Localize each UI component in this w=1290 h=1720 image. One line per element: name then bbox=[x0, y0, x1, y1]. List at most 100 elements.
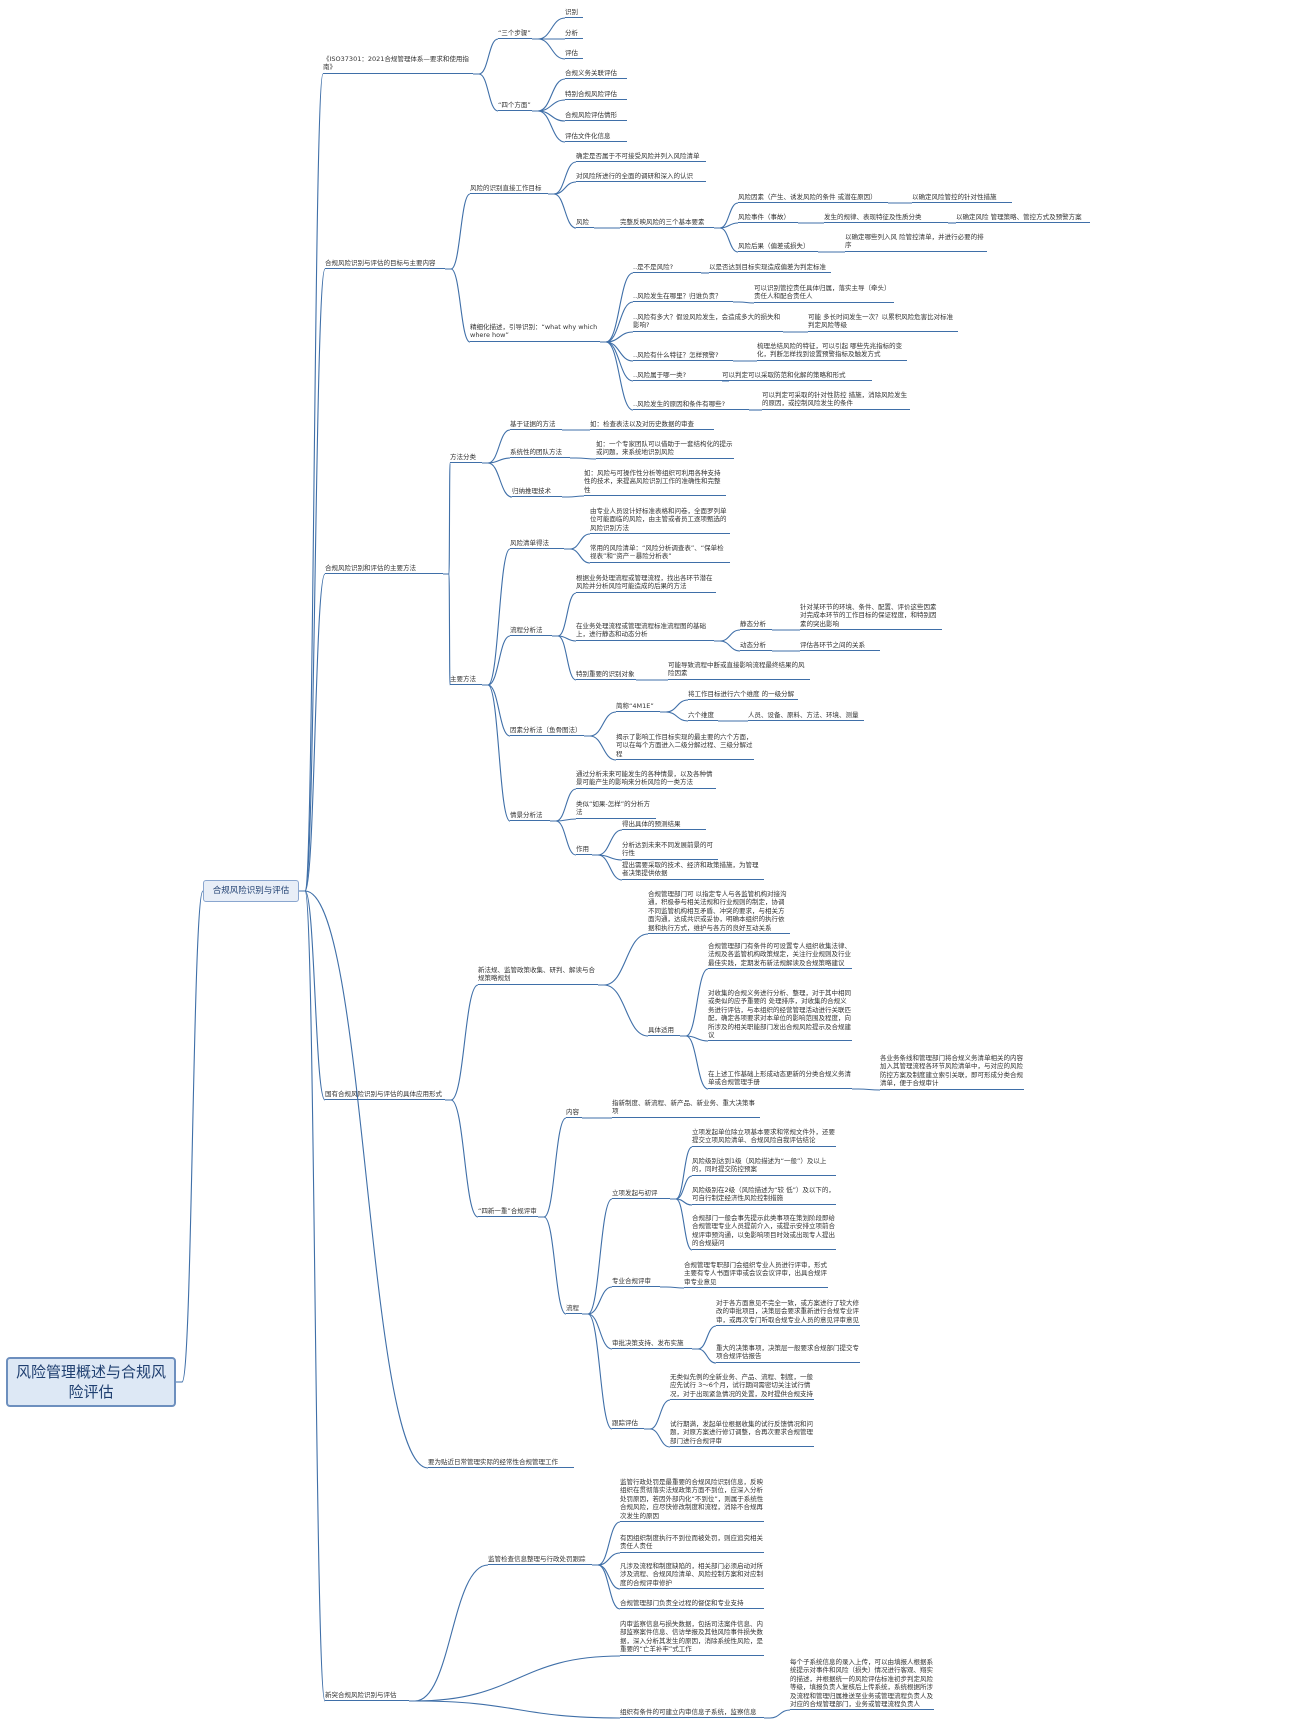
node-risk-event-b[interactable]: 以确定风险 管理策略、管控方式及预警方案 bbox=[956, 213, 1090, 224]
node-iso-aspects[interactable]: “四个方面” bbox=[498, 101, 532, 112]
node-ap2-b2[interactable]: 专业合规评审 bbox=[612, 1277, 660, 1288]
node-nw2-a[interactable]: 内审监察信息与损失数据，包括司法案件信息、内部监察案件信息、信访举报及其他风险事… bbox=[620, 1620, 764, 1656]
node-mm4-c1[interactable]: 得出具体的预测结果 bbox=[622, 820, 706, 831]
node-ap1-b[interactable]: 具体适用 bbox=[648, 1026, 680, 1037]
node-mm2[interactable]: 流程分析法 bbox=[510, 626, 552, 637]
node-ap2-b3-b[interactable]: 重大的决策事项，决策层一般要求合规部门提交专项合规评估报告 bbox=[716, 1344, 860, 1363]
node-mc1-a[interactable]: 如：检查表法以及对历史数据的审查 bbox=[590, 420, 714, 431]
node-method-main[interactable]: 主要方法 bbox=[450, 675, 482, 686]
node-q5-a[interactable]: 可以判定可以采取防范和化解的策略和形式 bbox=[722, 371, 872, 382]
node-ap2-b4-a[interactable]: 无类似先例的全新业务、产品、流程、制度，一般应先试行 3～6个月，试行期间需密切… bbox=[670, 1373, 814, 1401]
node-new[interactable]: 新突合规风险识别与评估 bbox=[325, 1691, 409, 1702]
node-mm4-c[interactable]: 作用 bbox=[576, 845, 592, 856]
node-q1[interactable]: ..是不是风险? bbox=[633, 263, 701, 274]
node-risk-three[interactable]: 完整反映风险的三个基本要素 bbox=[620, 218, 714, 229]
node-risk-result-a[interactable]: 以确定哪些列入风 险管控清单，并进行必要的排序 bbox=[845, 233, 987, 252]
node-q6[interactable]: ..风险发生的原因和条件有哪些? bbox=[633, 400, 749, 411]
node-nw2-c[interactable]: 每个子系统信息的录入上传，可以由填报人根据系统提示对事件和风险（损失）情况进行客… bbox=[790, 1658, 934, 1711]
node-ap2-b1-d[interactable]: 合规部门一般会事先提示此类事项在策划阶段即给合规管理专业人员提前介入，或提示安排… bbox=[692, 1214, 836, 1250]
node-goal-ident[interactable]: 风险的识别直接工作目标 bbox=[470, 184, 548, 195]
node-ap1-b3[interactable]: 在上述工作基础上形成动态更新的分类合规义务清单或合规管理手册 bbox=[708, 1070, 852, 1089]
node-mm1-b[interactable]: 常用的风险清单：“风险分析调查表”、“保单检视表”和“资产－暴险分析表” bbox=[590, 544, 730, 563]
node-q4[interactable]: ..风险有什么特征？怎样预警? bbox=[633, 351, 733, 362]
node-mm3-c[interactable]: 揭示了影响工作目标实现的最主要的六个方面，可以在每个方面进入二级分解过程、三级分… bbox=[616, 733, 754, 761]
node-dynamic[interactable]: 动态分析 bbox=[740, 641, 772, 652]
node-nw2-b[interactable]: 组织有条件的可建立内审信息子系统，监察信息 bbox=[620, 1708, 764, 1719]
node-mm3-b-a[interactable]: 人员、设备、原料、方法、环境、测量 bbox=[748, 711, 864, 722]
root-topic[interactable]: 风险管理概述与合规风险评估 bbox=[6, 1357, 176, 1407]
node-nw1-d[interactable]: 合规管理部门负责全过程的督促和专业支持 bbox=[620, 1599, 764, 1610]
node-step-analyze[interactable]: 分析 bbox=[565, 29, 583, 40]
node-ap2-b2-a[interactable]: 合规管理专职部门会组织专业人员进行评审，形式主要有专人书面评审或会议会议评审，出… bbox=[684, 1261, 828, 1289]
node-precise[interactable]: 精细化描述，引导识别：“what why which where how” bbox=[470, 323, 600, 342]
node-mm1[interactable]: 风险清单得法 bbox=[510, 539, 564, 550]
node-ap1[interactable]: 新法规、监管政策收集、研判、解读与合规策略规划 bbox=[478, 966, 598, 985]
main-branch-topic[interactable]: 合规风险识别与评估 bbox=[203, 880, 299, 902]
node-q2-a[interactable]: 可以识别管控责任具体归属，落实主导（牵头）责任人和配合责任人 bbox=[754, 284, 894, 303]
node-ap1-b3-a[interactable]: 各业务条线和管理部门将合规义务清单相关的内容加入其管理流程各环节风险清单中，与对… bbox=[880, 1054, 1024, 1090]
node-q6-a[interactable]: 可以判定可采取的针对性防控 措施，消除风险发生的原因，或控制风险发生的条件 bbox=[762, 391, 910, 410]
node-risk-factor-a[interactable]: 以确定风险管控的针对性措施 bbox=[912, 193, 1012, 204]
node-step-identify[interactable]: 识别 bbox=[565, 8, 583, 19]
node-aspect-4[interactable]: 评估文件化信息 bbox=[565, 132, 627, 143]
node-static-a[interactable]: 针对某环节的环境、条件、配置、评价这些因素对完成本环节的工作目标的保证程度，和特… bbox=[800, 603, 942, 631]
node-mm4[interactable]: 情景分析法 bbox=[510, 811, 550, 822]
node-dynamic-a[interactable]: 评估各环节之间的关系 bbox=[800, 641, 880, 652]
node-q5[interactable]: ..风险属于哪一类? bbox=[633, 371, 723, 382]
node-goal-1[interactable]: 确定是否属于不可接受风险并列入风险清单 bbox=[576, 152, 706, 163]
node-daily[interactable]: 要为贴近日常管理实际的经常性合规管理工作 bbox=[428, 1458, 574, 1469]
node-step-evaluate[interactable]: 评估 bbox=[565, 49, 583, 60]
node-q3-a[interactable]: 可能 多长时间发生一次？以累积风险危害比对标准判定风险等级 bbox=[808, 313, 958, 332]
node-mm2-b[interactable]: 在业务处理流程或管理流程标准流程图的基础上，进行静态和动态分析 bbox=[576, 622, 714, 641]
node-method-class[interactable]: 方法分类 bbox=[450, 453, 482, 464]
node-ap2[interactable]: “四新一重”合规评审 bbox=[478, 1207, 538, 1218]
node-ap2-b1-c[interactable]: 风险级别在2级（风险描述为“较 低”）及以下的，可自行制定经济性风险控制措施 bbox=[692, 1186, 836, 1205]
node-nw1[interactable]: 监管检查信息整理与行政处罚跟踪 bbox=[488, 1555, 592, 1566]
node-mm2-a[interactable]: 根据业务处理流程或管理流程，找出各环节潜在风险并分析风险可能造成的后果的方法 bbox=[576, 574, 716, 593]
node-nw1-b[interactable]: 有因组织制度执行不到位而被处罚，则应追究相关责任人责任 bbox=[620, 1534, 764, 1553]
node-mc2-a[interactable]: 如：一个专家团队可以借助于一套结构化的提示或问题，来系统地识别风险 bbox=[596, 440, 734, 459]
node-mc3[interactable]: 归纳推理技术 bbox=[512, 487, 562, 498]
node-goal[interactable]: 合规风险识别与评估的目标与主要内容 bbox=[325, 259, 445, 270]
node-ap2-b3[interactable]: 审批决策支持、发布实施 bbox=[612, 1339, 692, 1350]
node-aspect-1[interactable]: 合规义务关联评估 bbox=[565, 69, 627, 80]
node-mm2-c-a[interactable]: 可能导致流程中断或直接影响流程最终结果的风险因素 bbox=[668, 661, 810, 680]
node-ap2-b4-b[interactable]: 试行期满，发起单位根据收集的试行反馈情况和问题，对原方案进行修订调整，合再次要求… bbox=[670, 1420, 814, 1448]
node-mm3[interactable]: 因素分析法（鱼骨图法） bbox=[510, 726, 584, 737]
node-mm4-c2[interactable]: 分析达到未来不同发展前景的可行性 bbox=[622, 841, 718, 860]
node-mc1[interactable]: 基于证据的方法 bbox=[510, 420, 562, 431]
node-mm3-b[interactable]: 六个维度 bbox=[688, 711, 718, 722]
node-mm2-c[interactable]: 特别重要的识别对象 bbox=[576, 670, 636, 681]
node-mm3-a[interactable]: 简称“4M1E” bbox=[616, 702, 660, 713]
node-iso[interactable]: 《ISO37301：2021合规管理体系—要求和使用指南》 bbox=[323, 55, 473, 74]
node-ap2-b4[interactable]: 跟踪评估 bbox=[612, 1419, 644, 1430]
node-mc2[interactable]: 系统性的团队方法 bbox=[510, 448, 570, 459]
node-ap2-b1-a[interactable]: 立项发起单位除立项基本要求和常规文件外，还要提交立项风险清单、合规风险自我评估结… bbox=[692, 1128, 836, 1147]
node-q2[interactable]: ..风险发生在哪里？归谁负责？ bbox=[633, 292, 733, 303]
node-goal-2[interactable]: 对风险所进行的全面的调研和深入的认识 bbox=[576, 172, 706, 183]
node-risk-result[interactable]: 风险后果（偏差或损失） bbox=[738, 242, 818, 253]
node-ap2-b1-b[interactable]: 风险级别达到1级（风险描述为“一般”）及以上的，同时提交防控预案 bbox=[692, 1157, 836, 1176]
node-iso-steps[interactable]: “三个步骤” bbox=[498, 29, 532, 40]
node-aspect-2[interactable]: 特别合规风险评估 bbox=[565, 90, 627, 101]
node-ap2-a1[interactable]: 指新制度、新流程、新产品、新业务、重大决策事项 bbox=[612, 1099, 760, 1118]
node-risk-factor[interactable]: 风险因素（产生、诱发风险的条件 或潜在原因） bbox=[738, 193, 888, 204]
node-methods[interactable]: 合规风险识别和评估的主要方法 bbox=[325, 564, 443, 575]
node-risk-event-a[interactable]: 发生的规律、表现特征及性质分类 bbox=[824, 213, 948, 224]
node-q3[interactable]: ..风险有多大？假设风险发生，会造成多大的损失和影响? bbox=[633, 313, 783, 332]
node-mm1-a[interactable]: 由专业人员设计好标准表格和问卷，全面罗列单位可能面临的风险，由主管或者员工逐项甄… bbox=[590, 507, 730, 535]
node-ap2-b1[interactable]: 立项发起与初评 bbox=[612, 1189, 670, 1200]
node-q1-a[interactable]: 以是否达到目标实现造成偏差为判定标准 bbox=[709, 263, 831, 274]
node-ap2-a[interactable]: 内容 bbox=[566, 1108, 582, 1119]
node-ap1-b2[interactable]: 对收集的合规义务进行分析、整理，对于其中相同或类似的应予重要的 处理排序，对收集… bbox=[708, 989, 852, 1042]
node-ap2-b[interactable]: 流程 bbox=[566, 1304, 582, 1315]
node-ap2-b3-a[interactable]: 对于各方面意见不完全一致，或方案进行了较大修改的审批项目，决策层会要求重新进行合… bbox=[716, 1299, 860, 1327]
node-risk[interactable]: 风险 bbox=[576, 218, 594, 229]
node-static[interactable]: 静态分析 bbox=[740, 620, 772, 631]
node-aspect-3[interactable]: 合规风险评估情形 bbox=[565, 111, 627, 122]
node-q4-a[interactable]: 梳理总结风险的特征，可以引起 哪些先兆指标的变化，判断怎样找到设置预警指标及触发… bbox=[757, 342, 907, 361]
node-risk-event[interactable]: 风险事件（事故） bbox=[738, 213, 798, 224]
node-nw1-c[interactable]: 凡涉及流程和制度缺陷的，相关部门必须启动对所涉及流程、合规风险清单、风险控制方案… bbox=[620, 1562, 764, 1590]
node-ap1-a[interactable]: 合规管理部门可 以指定专人与各监管机构对接沟通，积极参与相关法规和行业规则的制定… bbox=[648, 890, 790, 935]
node-mm3-a-a[interactable]: 将工作目标进行六个维度 的一级分解 bbox=[688, 690, 798, 701]
